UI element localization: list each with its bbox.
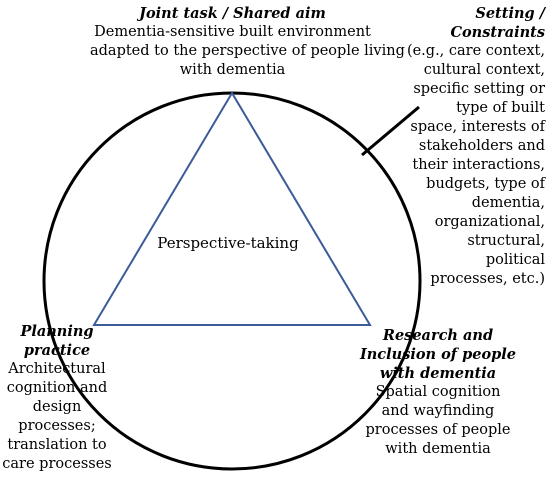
joint-task-label: Joint task / Shared aim Dementia-sensiti… xyxy=(90,4,405,80)
setting-line: type of built xyxy=(456,100,545,116)
setting-connector-line xyxy=(361,105,420,157)
research-title: with dementia xyxy=(379,365,497,382)
joint-task-line: with dementia xyxy=(179,62,286,78)
setting-line: cultural context, xyxy=(423,62,545,78)
planning-line: processes; xyxy=(18,418,96,434)
setting-line: organizational, xyxy=(434,214,545,230)
setting-line: specific setting or xyxy=(413,81,545,97)
perspective-triangle xyxy=(92,91,372,326)
planning-practice-label: Planning practice Architectural cognitio… xyxy=(2,322,112,474)
joint-task-title: Joint task / Shared aim xyxy=(139,5,326,22)
planning-title: practice xyxy=(23,342,91,359)
planning-line: cognition and xyxy=(6,380,108,396)
perspective-taking-text: Perspective-taking xyxy=(157,234,299,252)
planning-line: design xyxy=(32,399,82,415)
setting-line: structural, xyxy=(467,233,545,249)
setting-constraints-label: Setting / Constraints (e.g., care contex… xyxy=(395,4,545,289)
planning-line: translation to xyxy=(7,437,107,453)
perspective-taking-label: Perspective-taking xyxy=(148,234,308,253)
research-line: and wayfinding xyxy=(381,403,495,419)
setting-line: dementia, xyxy=(471,195,545,211)
setting-line: processes, etc.) xyxy=(430,271,545,287)
research-title: Inclusion of people xyxy=(359,346,516,363)
research-title: Research and xyxy=(382,327,494,344)
setting-title: Setting / xyxy=(475,5,545,22)
planning-line: Architectural xyxy=(8,361,106,377)
setting-line: their interactions, xyxy=(412,157,545,173)
setting-line: budgets, type of xyxy=(426,176,545,192)
planning-line: care processes xyxy=(2,456,112,472)
setting-line: stakeholders and xyxy=(418,138,545,154)
research-line: Spatial cognition xyxy=(375,384,501,400)
research-line: processes of people xyxy=(365,422,511,438)
planning-title: Planning xyxy=(20,323,94,340)
setting-line: (e.g., care context, xyxy=(406,43,545,59)
research-inclusion-label: Research and Inclusion of people with de… xyxy=(358,326,518,459)
joint-task-line: Dementia-sensitive built environment xyxy=(94,24,371,40)
joint-task-line: adapted to the perspective of people liv… xyxy=(90,43,405,59)
research-line: with dementia xyxy=(385,441,491,457)
setting-line: space, interests of xyxy=(410,119,545,135)
setting-title: Constraints xyxy=(450,24,545,41)
setting-line: political xyxy=(485,252,545,268)
